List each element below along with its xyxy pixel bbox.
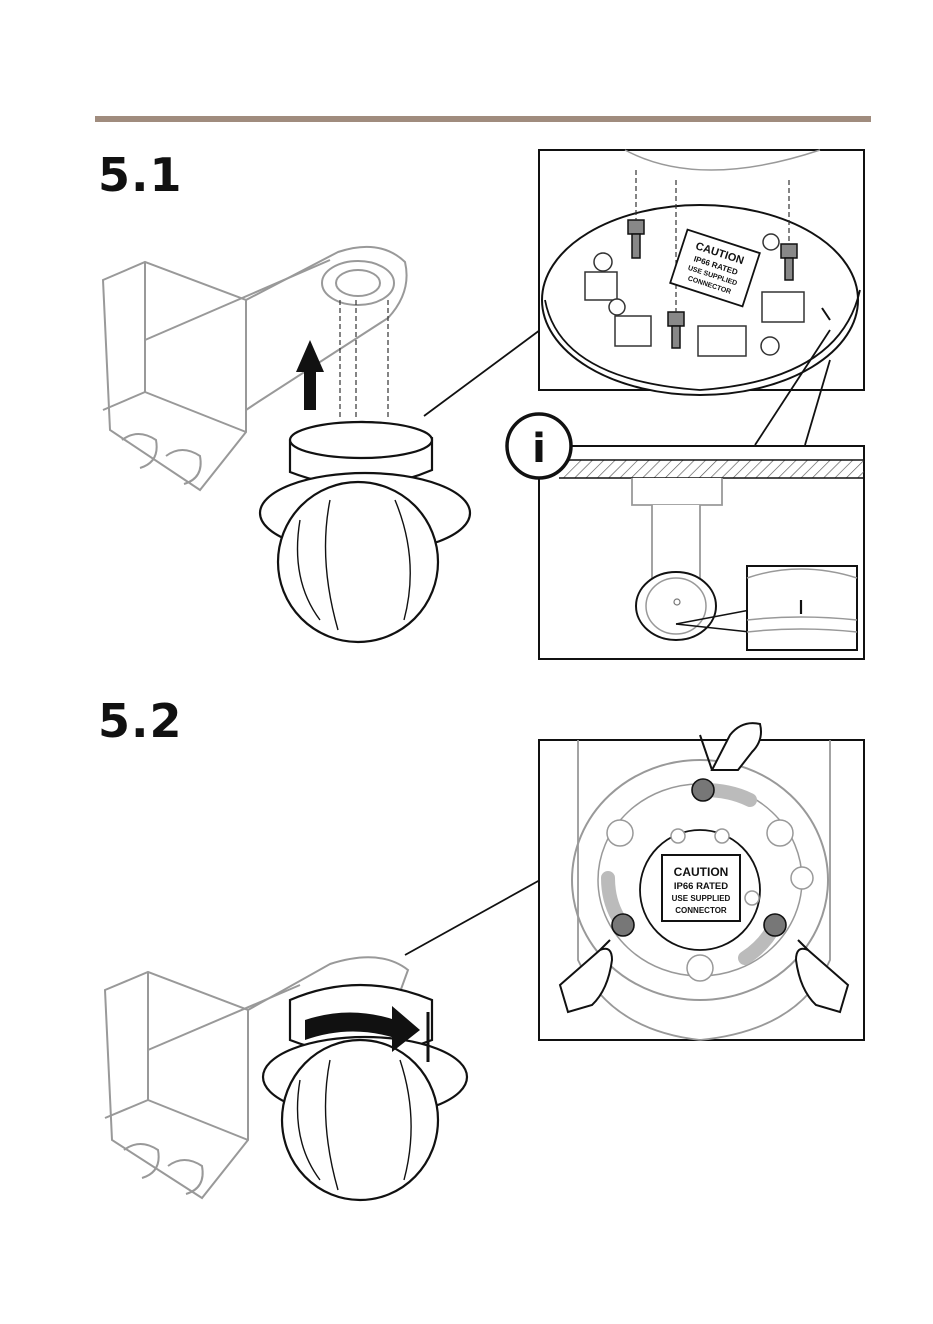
- info-icon: i: [507, 414, 571, 478]
- caution-label-line4: CONNECTOR: [675, 906, 727, 915]
- alignment-lines-5-1: [340, 300, 388, 420]
- svg-text:i: i: [532, 426, 546, 472]
- caution-label-line1: CAUTION: [674, 865, 729, 879]
- callout-line-5-2: [405, 880, 540, 955]
- dome-camera-5-1: [260, 422, 470, 642]
- callout-line-5-1: [424, 330, 540, 416]
- caution-label-line3: USE SUPPLIED: [672, 894, 731, 903]
- caution-label-line2: IP66 RATED: [674, 881, 728, 892]
- detail-box-connector-top: CAUTION IP66 RATED USE SUPPLIED CONNECTO…: [539, 150, 864, 395]
- detail-box-ceiling-mount: [539, 446, 864, 659]
